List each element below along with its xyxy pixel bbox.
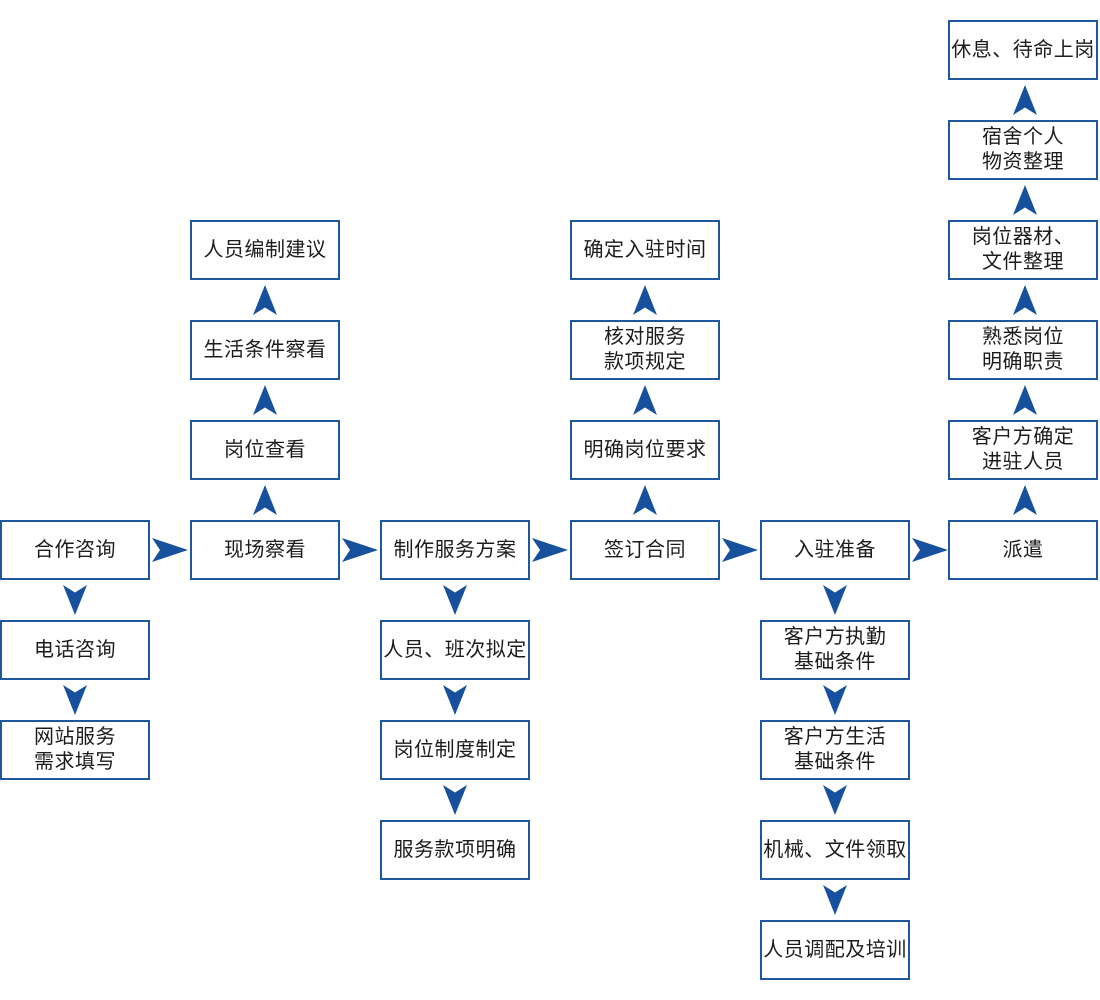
flow-box-dorm-personal-items: 宿舍个人 物资整理 [948, 120, 1098, 180]
flow-box-confirm-entry-time: 确定入驻时间 [570, 220, 720, 280]
arrow-down-icon [440, 585, 470, 615]
flow-box-entry-preparation: 入驻准备 [760, 520, 910, 580]
arrow-up-icon [630, 485, 660, 515]
flow-box-consult-phone: 电话咨询 [0, 620, 150, 680]
arrow-down-icon [440, 785, 470, 815]
arrow-down-icon [820, 685, 850, 715]
arrow-down-icon [820, 885, 850, 915]
flow-box-familiarize-post: 熟悉岗位 明确职责 [948, 320, 1098, 380]
flow-box-staffing-suggestion: 人员编制建议 [190, 220, 340, 280]
arrow-down-icon [60, 685, 90, 715]
flow-box-equipment-documents-collect: 机械、文件领取 [760, 820, 910, 880]
flow-box-sign-contract: 签订合同 [570, 520, 720, 580]
arrow-up-icon [1010, 485, 1040, 515]
arrow-down-icon [820, 585, 850, 615]
flow-box-client-duty-conditions: 客户方执勤 基础条件 [760, 620, 910, 680]
arrow-up-icon [250, 285, 280, 315]
arrow-right-icon [342, 537, 378, 563]
flow-box-staff-allocation-training: 人员调配及培训 [760, 920, 910, 980]
flow-box-make-service-plan: 制作服务方案 [380, 520, 530, 580]
flow-box-consult-cooperation: 合作咨询 [0, 520, 150, 580]
arrow-right-icon [722, 537, 758, 563]
arrow-up-icon [1010, 285, 1040, 315]
flow-box-client-confirm-staff: 客户方确定 进驻人员 [948, 420, 1098, 480]
arrow-up-icon [1010, 185, 1040, 215]
arrow-down-icon [440, 685, 470, 715]
flow-box-staff-shift-draft: 人员、班次拟定 [380, 620, 530, 680]
arrow-up-icon [250, 485, 280, 515]
flow-box-site-inspection: 现场察看 [190, 520, 340, 580]
arrow-right-icon [532, 537, 568, 563]
arrow-right-icon [912, 537, 948, 563]
flow-box-client-living-conditions: 客户方生活 基础条件 [760, 720, 910, 780]
arrow-down-icon [820, 785, 850, 815]
arrow-up-icon [630, 285, 660, 315]
flow-box-website-requirements: 网站服务 需求填写 [0, 720, 150, 780]
flow-box-verify-service-terms: 核对服务 款项规定 [570, 320, 720, 380]
arrow-up-icon [1010, 385, 1040, 415]
flow-box-dispatch: 派遣 [948, 520, 1098, 580]
arrow-up-icon [1010, 85, 1040, 115]
flow-box-living-conditions-check: 生活条件察看 [190, 320, 340, 380]
flow-box-post-equipment-docs: 岗位器材、 文件整理 [948, 220, 1098, 280]
flow-box-clarify-post-requirements: 明确岗位要求 [570, 420, 720, 480]
flow-box-rest-standby: 休息、待命上岗 [948, 20, 1098, 80]
flow-box-post-check: 岗位查看 [190, 420, 340, 480]
arrow-right-icon [152, 537, 188, 563]
arrow-up-icon [630, 385, 660, 415]
flow-box-post-system-setting: 岗位制度制定 [380, 720, 530, 780]
arrow-up-icon [250, 385, 280, 415]
flow-box-service-terms-clear: 服务款项明确 [380, 820, 530, 880]
arrow-down-icon [60, 585, 90, 615]
